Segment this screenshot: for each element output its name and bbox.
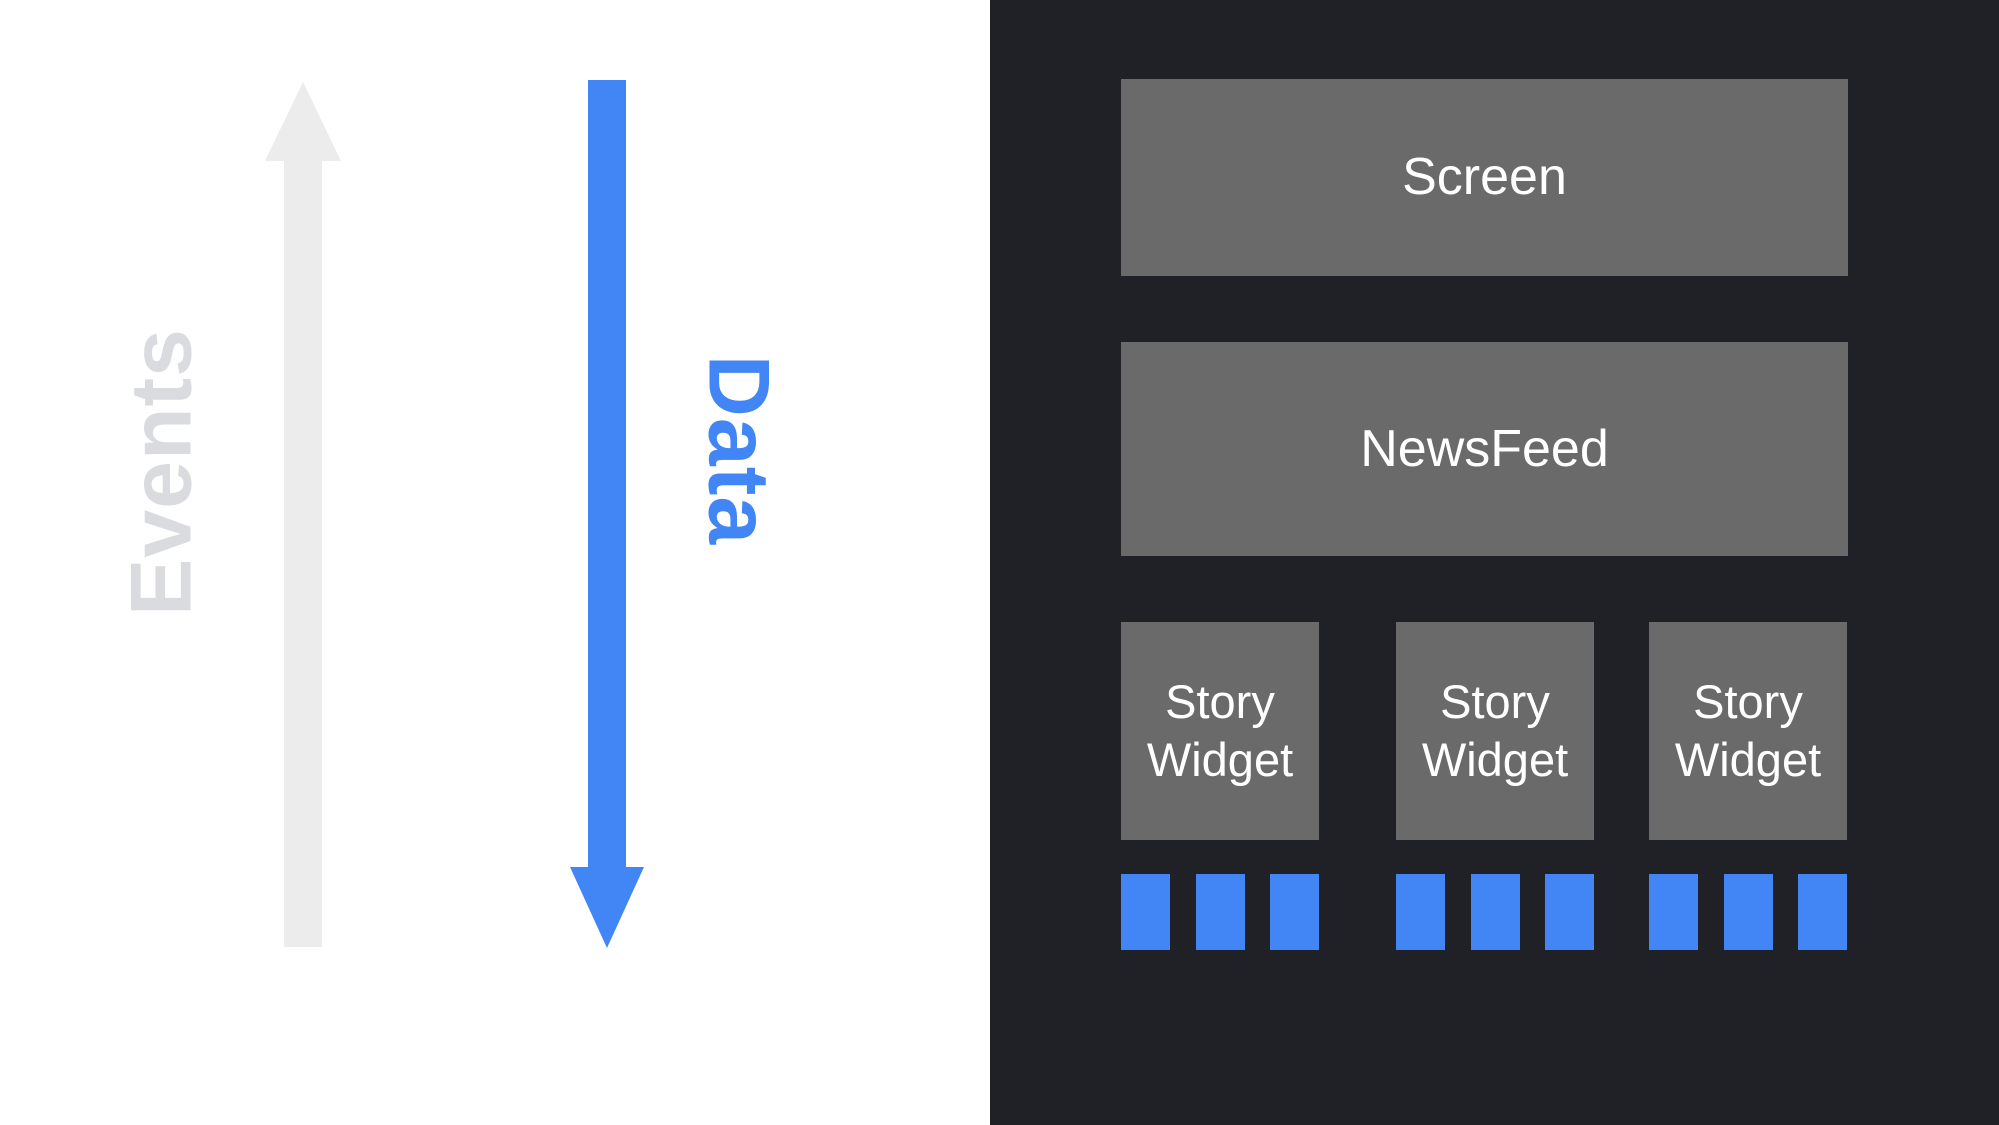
- screen-box: Screen: [1121, 79, 1848, 276]
- widget-tree-panel: Screen NewsFeed Story Widget: [990, 0, 1999, 1125]
- widget-tree: Screen NewsFeed Story Widget: [1121, 79, 1848, 950]
- story-widget-group: Story Widget: [1396, 622, 1594, 950]
- data-tile: [1723, 874, 1773, 950]
- data-tile: [1545, 874, 1594, 950]
- events-arrow-up-icon: [265, 82, 341, 947]
- data-tile: [1798, 874, 1847, 950]
- screen-label: Screen: [1402, 148, 1567, 207]
- data-tile: [1121, 874, 1170, 950]
- data-tile: [1270, 874, 1319, 950]
- newsfeed-label: NewsFeed: [1360, 419, 1609, 478]
- data-tile: [1470, 874, 1520, 950]
- data-tile-row: [1649, 874, 1847, 950]
- story-widget-group: Story Widget: [1121, 622, 1319, 950]
- data-label: Data: [690, 354, 787, 546]
- story-widget-box: Story Widget: [1396, 622, 1594, 840]
- story-widget-label: Story Widget: [1674, 675, 1822, 786]
- data-arrow-down-icon: [570, 80, 644, 948]
- data-tile-row: [1121, 874, 1319, 950]
- story-widget-label: Story Widget: [1146, 675, 1294, 786]
- story-widget-group: Story Widget: [1649, 622, 1847, 950]
- newsfeed-box: NewsFeed: [1121, 342, 1848, 556]
- events-label: Events: [113, 327, 210, 617]
- data-tile: [1649, 874, 1698, 950]
- story-widget-box: Story Widget: [1121, 622, 1319, 840]
- story-widget-row: Story Widget Story Widget: [1121, 622, 1848, 950]
- story-widget-box: Story Widget: [1649, 622, 1847, 840]
- data-tile: [1195, 874, 1245, 950]
- data-tile-row: [1396, 874, 1594, 950]
- data-tile: [1396, 874, 1445, 950]
- story-widget-label: Story Widget: [1421, 675, 1569, 786]
